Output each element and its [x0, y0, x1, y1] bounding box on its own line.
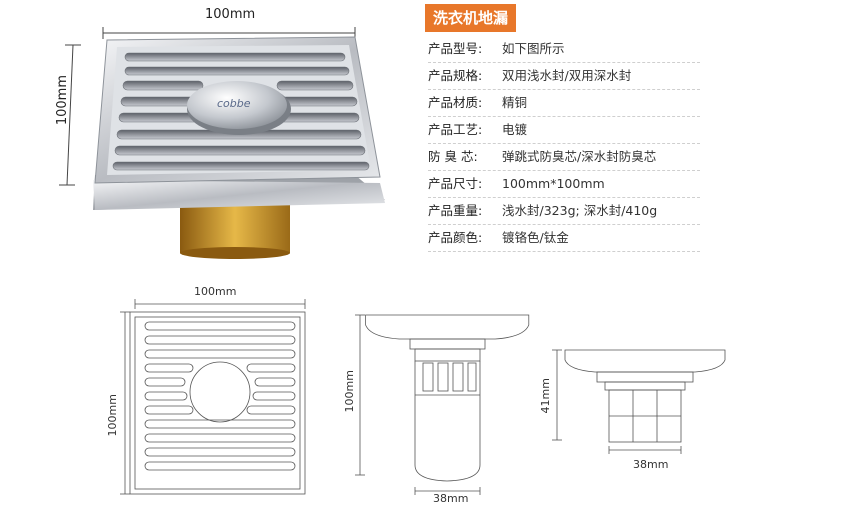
spec-label: 产品材质:: [428, 95, 483, 110]
top-view-svg: [120, 299, 306, 495]
shallow-seal-height-label: 41mm: [539, 378, 552, 414]
spec-label: 产品重量:: [428, 203, 483, 218]
spec-label: 产品规格:: [428, 68, 483, 83]
deep-seal-side-drawing: 100mm 38mm: [335, 305, 535, 515]
brand-logo: cobbe: [217, 97, 251, 110]
spec-value: 浅水封/323g; 深水封/410g: [502, 203, 658, 218]
spec-title: 洗衣机地漏: [425, 4, 517, 32]
spec-label: 产品工艺:: [428, 122, 483, 137]
spec-row-material: 产品材质: 精铜: [428, 90, 700, 117]
product-photo: 100mm: [55, 5, 395, 270]
spec-value: 双用浅水封/双用深水封: [502, 68, 632, 83]
photo-width-label: 100mm: [205, 7, 256, 22]
spec-label: 产品颜色:: [428, 230, 483, 245]
deep-seal-width-label: 38mm: [433, 492, 469, 505]
floor-drain-photo: [59, 27, 385, 259]
top-view-height-label: 100mm: [106, 394, 119, 437]
photo-height-label: 100mm: [55, 75, 70, 126]
spec-row-process: 产品工艺: 电镀: [428, 117, 700, 144]
spec-row-color: 产品颜色: 镀铬色/钛金: [428, 225, 700, 252]
spec-value: 100mm*100mm: [502, 176, 605, 191]
shallow-seal-side-drawing: 41mm 38mm: [535, 340, 735, 480]
spec-label: 防 臭 芯:: [428, 149, 478, 164]
spec-row-model: 产品型号: 如下图所示: [428, 36, 700, 63]
spec-row-odor-core: 防 臭 芯: 弹跳式防臭芯/深水封防臭芯: [428, 144, 700, 171]
top-view-width-label: 100mm: [194, 285, 237, 298]
spec-value: 电镀: [502, 122, 528, 137]
spec-label: 产品型号:: [428, 41, 483, 56]
spec-value: 弹跳式防臭芯/深水封防臭芯: [502, 149, 657, 164]
spec-row-size: 产品尺寸: 100mm*100mm: [428, 171, 700, 198]
spec-row-spec: 产品规格: 双用浅水封/双用深水封: [428, 63, 700, 90]
deep-seal-svg: [355, 314, 530, 495]
spec-label: 产品尺寸:: [428, 176, 483, 191]
spec-value: 如下图所示: [502, 41, 565, 56]
spec-row-weight: 产品重量: 浅水封/323g; 深水封/410g: [428, 198, 700, 225]
spec-value: 精铜: [502, 95, 528, 110]
spec-value: 镀铬色/钛金: [502, 230, 569, 245]
deep-seal-height-label: 100mm: [343, 370, 356, 413]
shallow-seal-svg: [552, 349, 726, 454]
top-view-drawing: 100mm 100mm: [100, 282, 315, 502]
shallow-seal-width-label: 38mm: [633, 458, 669, 471]
